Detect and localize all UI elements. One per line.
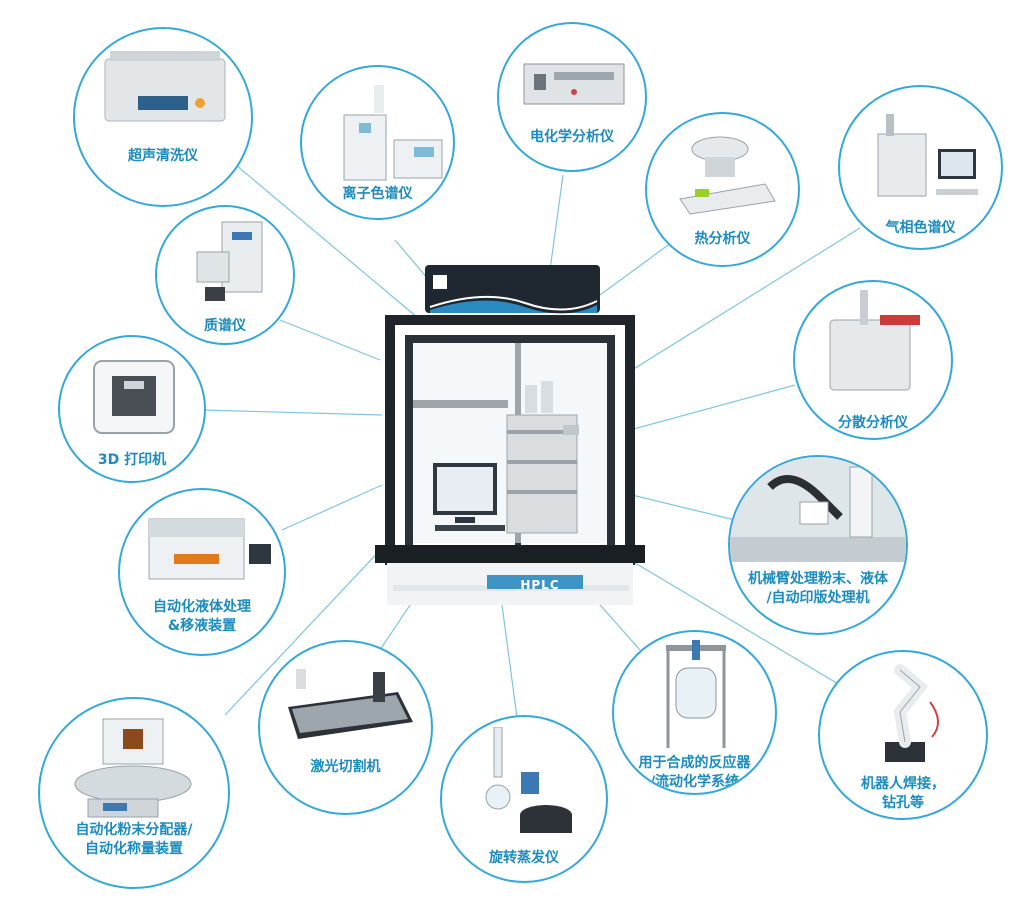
rotary-evaporator-icon — [485, 727, 572, 833]
connector-robotarm — [631, 494, 736, 521]
dispersion-analyzer-icon — [829, 290, 920, 391]
node-label-gc: 气相色谱仪 — [885, 220, 956, 236]
node-label-ultrasonic: 超声清洗仪 — [128, 148, 198, 164]
node-label-disperse: 分散分析仪 — [838, 415, 908, 431]
node-label-ms: 质谱仪 — [204, 318, 246, 334]
hplc-label: HPLC — [520, 578, 560, 592]
node-label-ion: 离子色谱仪 — [342, 186, 413, 202]
gas-chromatograph-icon — [877, 114, 978, 197]
node-label-laser: 激光切割机 — [310, 759, 381, 775]
connector-thermal — [599, 239, 676, 296]
powder-dispenser-icon — [74, 718, 192, 818]
ultrasonic-cleaner-icon — [104, 51, 226, 122]
node-disperse: 分散分析仪 — [793, 280, 953, 440]
node-laser: 激光切割机 — [258, 640, 433, 815]
node-ion: 离子色谱仪 — [300, 65, 455, 220]
connector-disperse — [629, 384, 796, 431]
node-3dprinter: 3D 打印机 — [58, 335, 206, 483]
welding-robot-icon — [885, 664, 939, 762]
connector-gc — [631, 227, 861, 371]
node-powder: 自动化粉末分配器/ 自动化称量装置 — [38, 697, 230, 889]
electrochemical-analyzer-icon — [523, 63, 625, 105]
node-gc: 气相色谱仪 — [838, 85, 1003, 250]
node-label-rotavap: 旋转蒸发仪 — [489, 850, 559, 866]
node-ultrasonic: 超声清洗仪 — [73, 27, 253, 207]
connector-electro — [549, 174, 564, 271]
laser-cutter-icon — [288, 669, 413, 739]
node-reactor: 用于合成的反应器 /流动化学系统 — [612, 630, 777, 795]
connector-liquid — [281, 484, 383, 531]
connector-welding — [629, 559, 841, 686]
node-thermal: 热分析仪 — [645, 112, 800, 267]
connector-powder — [224, 544, 386, 716]
robot-arm-workcell-icon — [730, 457, 906, 562]
node-label-robotarm: 机械臂处理粉末、液体 /自动印版处理机 — [748, 571, 888, 606]
connector-ultrasonic — [229, 159, 419, 319]
connector-3dprinter — [202, 409, 383, 416]
node-ms: 质谱仪 — [155, 205, 295, 345]
node-label-3dprinter: 3D 打印机 — [97, 452, 167, 468]
mass-spectrometer-icon — [196, 221, 263, 301]
node-label-powder: 自动化粉末分配器/ 自动化称量装置 — [75, 822, 193, 857]
node-label-thermal: 热分析仪 — [694, 231, 751, 247]
node-label-electro: 电化学分析仪 — [530, 129, 614, 145]
3d-printer-icon — [93, 360, 175, 434]
connector-ms — [279, 319, 381, 361]
node-welding: 机器人焊接， 钻孔等 — [818, 650, 988, 820]
node-label-liquid: 自动化液体处理 &移液装置 — [153, 599, 251, 634]
thermal-analyzer-icon — [679, 136, 776, 215]
node-label-welding: 机器人焊接， 钻孔等 — [861, 776, 945, 811]
hplc-cabinet — [375, 265, 645, 605]
connector-rotavap — [499, 589, 519, 726]
node-robotarm: 机械臂处理粉末、液体 /自动印版处理机 — [728, 455, 908, 635]
ion-chromatograph-icon — [343, 85, 443, 181]
glass-reactor-icon — [666, 640, 726, 748]
node-liquid: 自动化液体处理 &移液装置 — [118, 488, 286, 656]
liquid-handler-icon — [148, 518, 271, 580]
node-rotavap: 旋转蒸发仪 — [440, 715, 608, 883]
hood-top — [425, 265, 600, 313]
node-electro: 电化学分析仪 — [497, 22, 647, 172]
node-label-reactor: 用于合成的反应器 /流动化学系统 — [638, 755, 751, 790]
